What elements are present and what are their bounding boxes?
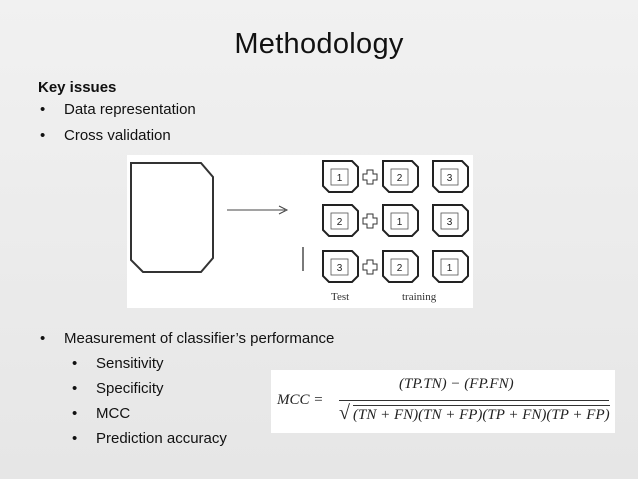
sub-bullet-specificity: Specificity [72,379,227,404]
fold-row-2-test-label: 2 [337,217,343,228]
sub-bullet-mcc: MCC [72,404,227,429]
top-bullet-list: Data representation Cross validation [38,100,196,152]
plus-icon [362,213,378,229]
fold-row-2-test-inner [330,212,349,230]
formula-numerator: (TP.TN) − (FP.FN) [399,376,514,392]
fold-row-1-train-a-inner [390,168,409,186]
fraction-bar [339,400,609,401]
fold-row-2-train-b-inner [440,212,459,230]
caption-training: training [402,291,437,303]
fold-row-3-train-a-label: 2 [397,263,403,274]
fold-row-1-test-label: 1 [337,173,343,184]
fold-row-3-train-b: 1 [432,250,469,283]
plus-icon [362,259,378,275]
sub-bullet-prediction-accuracy: Prediction accuracy [72,429,227,454]
sub-bullet-list: Sensitivity Specificity MCC Prediction a… [72,354,227,454]
cross-validation-figure: 1 2 3 2 1 3 3 2 1 [130,160,469,283]
slide-title: Methodology [234,28,404,60]
bullet-cross-validation: Cross validation [38,126,196,152]
plus-icon [362,169,378,185]
cross-validation-diagram: 1 2 3 2 1 3 3 2 1 Test training [127,155,473,308]
sqrt-sign: √ [339,402,350,424]
dataset-block [130,162,214,273]
fold-row-3-train-a-inner [390,258,409,276]
fold-row-2-train-b-label: 3 [447,217,453,228]
fold-row-1-train-b-inner [440,168,459,186]
sub-bullet-sensitivity: Sensitivity [72,354,227,379]
bullet-data-representation: Data representation [38,100,196,126]
fold-row-2-test: 2 [322,204,359,237]
fold-row-2-train-a-label: 1 [397,217,403,228]
fold-row-1-test: 1 [322,160,359,193]
fold-row-1-train-a-label: 2 [397,173,403,184]
fold-row-3-train-b-label: 1 [447,263,453,274]
fold-row-3-test: 3 [322,250,359,283]
key-issues-heading: Key issues [38,79,117,96]
fold-row-3-train-a: 2 [382,250,419,283]
fold-row-2-train-a-inner [390,212,409,230]
fold-grid: 1 2 3 2 1 3 3 2 1 [322,160,469,283]
arrow-head [278,205,289,215]
fold-row-1-train-b: 3 [432,160,469,193]
fold-row-2-train-a: 1 [382,204,419,237]
mcc-formula: MCC = (TP.TN) − (FP.FN) √ (TN + FN)(TN +… [271,370,615,433]
fold-row-3-train-b-inner [440,258,459,276]
fold-row-1-train-b-label: 3 [447,173,453,184]
fold-row-1-test-inner [330,168,349,186]
fold-row-3-test-inner [330,258,349,276]
formula-denominator: (TN + FN)(TN + FP)(TP + FN)(TP + FP) [353,405,610,423]
bottom-bullet-list: Measurement of classifier’s performance [38,329,334,355]
fold-row-3-test-label: 3 [337,263,343,274]
fold-row-2-train-b: 3 [432,204,469,237]
caption-test: Test [331,291,350,303]
formula-lhs: MCC = [277,392,324,408]
fold-row-1-train-a: 2 [382,160,419,193]
bullet-measurement: Measurement of classifier’s performance [38,329,334,355]
